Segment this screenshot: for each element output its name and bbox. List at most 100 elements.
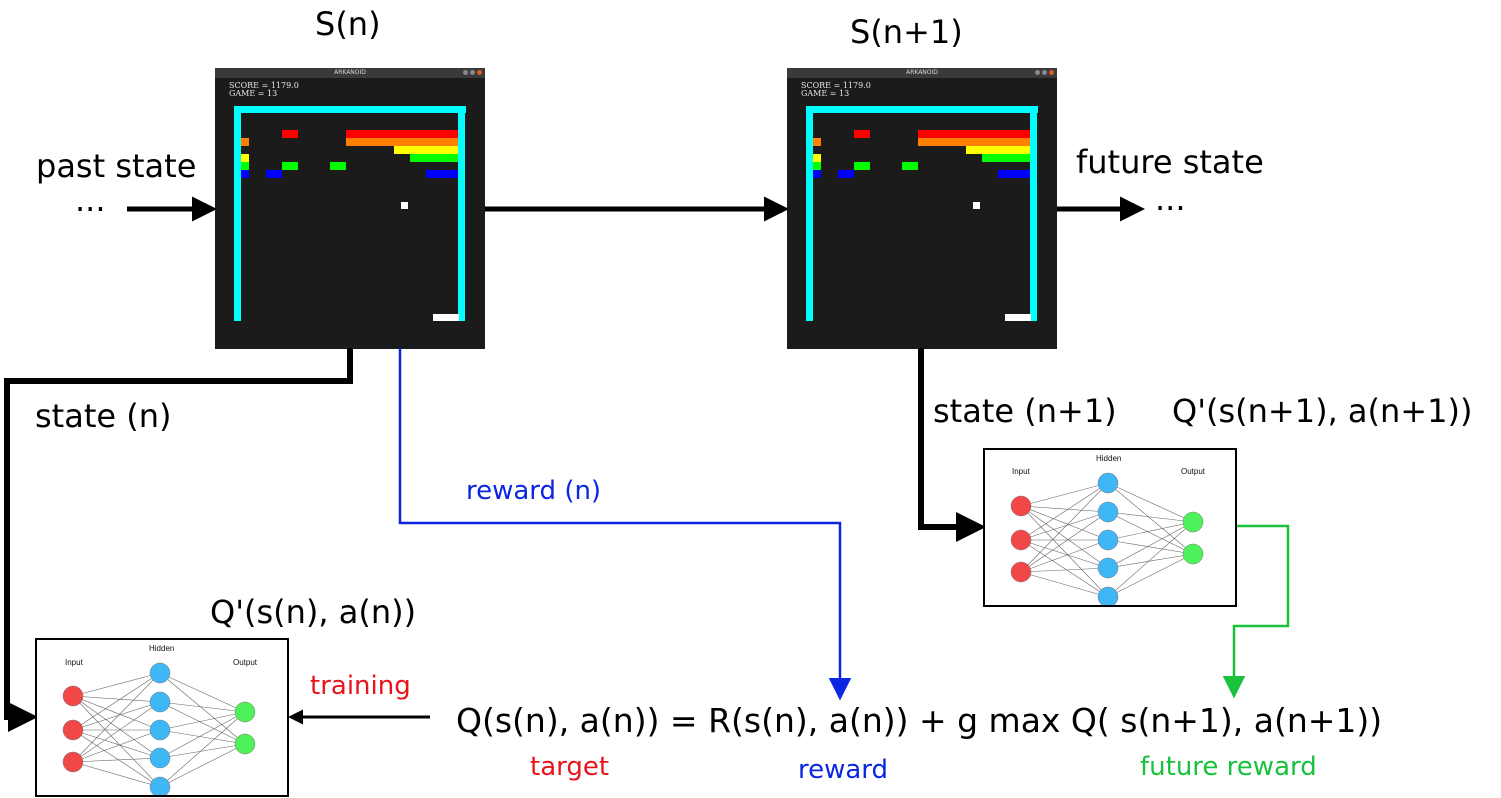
past-state-label: past state [36,147,197,185]
brick-yellow-left [813,154,821,162]
close-icon[interactable] [1049,70,1054,75]
hidden-node [1097,529,1119,551]
network-edge [159,711,246,759]
network-edge [1020,539,1109,598]
input-node [62,685,84,707]
game-readout: GAME = 13 [229,89,278,98]
network-edge [72,761,161,788]
network-edge [1107,521,1194,541]
game-window-current: ARKANOID SCORE = 1179.0 GAME = 13 [215,68,485,349]
brick-red [854,130,870,138]
brick-row-yellow [394,146,458,154]
future-q-path [1222,524,1290,699]
brick-green [282,162,298,170]
future-state-dots: ... [1155,180,1186,218]
network-edge [1020,539,1109,569]
network-edge [1107,521,1194,598]
brick-blue [838,170,854,178]
close-icon[interactable] [477,70,482,75]
network-edge [72,672,161,763]
hidden-node [1097,472,1119,494]
input-node [1010,529,1032,551]
network-edge [72,729,161,759]
network-edge [159,711,246,788]
left-wall [806,106,813,321]
ball [401,202,408,209]
brick-yellow-left [241,154,249,162]
network-edge [159,701,246,713]
brick-row-blue [426,170,458,178]
brick-green [902,162,918,170]
brick-orange-left [813,138,821,146]
network-edge [1020,482,1109,507]
right-wall [458,106,465,321]
network-edge [72,729,161,763]
network-edge [72,701,161,731]
network-edge [1020,505,1109,513]
network-edge [1107,539,1194,555]
network-edge [72,695,161,759]
network-edge [159,743,246,788]
brick-row-green [982,154,1030,162]
network-edge [72,729,161,788]
brick-blue [266,170,282,178]
network-edge [159,743,246,759]
network-edge [1020,511,1109,573]
top-wall [806,106,1038,113]
network-edge [159,711,246,731]
network-edge [1107,511,1194,555]
input-node [1010,561,1032,583]
network-edge [1107,511,1194,523]
state-n1-path [918,348,986,542]
window-title: ARKANOID [906,69,938,76]
game-window-next: ARKANOID SCORE = 1179.0 GAME = 13 [787,68,1057,349]
output-layer-label: Output [1181,467,1206,476]
target-label: target [530,752,610,782]
q-network-next: Input Hidden Output [983,448,1237,607]
output-node [234,733,256,755]
bellman-equation: Q(s(n), a(n)) = R(s(n), a(n)) + g max Q(… [456,701,1383,740]
paddle [1005,314,1031,321]
network-edge [72,695,161,703]
top-wall [234,106,466,113]
network-edge [1020,482,1109,573]
maximize-icon[interactable] [470,70,475,75]
network-edge [159,672,246,745]
input-node [62,719,84,741]
output-node [1182,543,1204,565]
hidden-node [1097,501,1119,523]
network-edge [1107,521,1194,569]
window-titlebar: ARKANOID [215,68,485,78]
input-layer-label: Input [65,658,83,667]
brick-green-left [813,162,821,170]
network-edge [1020,511,1109,541]
network-edge [159,729,246,745]
brick-green-left [241,162,249,170]
network-edge [159,672,246,713]
hidden-node [149,662,171,684]
network-edge [72,757,161,763]
hidden-node [149,691,171,713]
minimize-icon[interactable] [463,70,468,75]
state-n-label: state (n) [35,397,172,435]
q-network-current: Input Hidden Output [35,638,289,797]
hidden-node [149,776,171,795]
reward-n-label: reward (n) [466,476,602,506]
maximize-icon[interactable] [1042,70,1047,75]
training-label: training [310,671,411,701]
network-edge [1107,482,1194,555]
brick-green [854,162,870,170]
network-edge [1020,482,1109,541]
input-node [62,751,84,773]
hidden-layer-label: Hidden [149,644,175,653]
hidden-node [1097,586,1119,605]
brick-red [282,130,298,138]
network-edge [72,672,161,697]
past-state-dots: ... [75,181,106,219]
minimize-icon[interactable] [1035,70,1040,75]
brick-row-orange [918,138,1030,146]
brick-blue-left [241,170,249,178]
brick-row-green [410,154,458,162]
network-edge [1020,505,1109,569]
